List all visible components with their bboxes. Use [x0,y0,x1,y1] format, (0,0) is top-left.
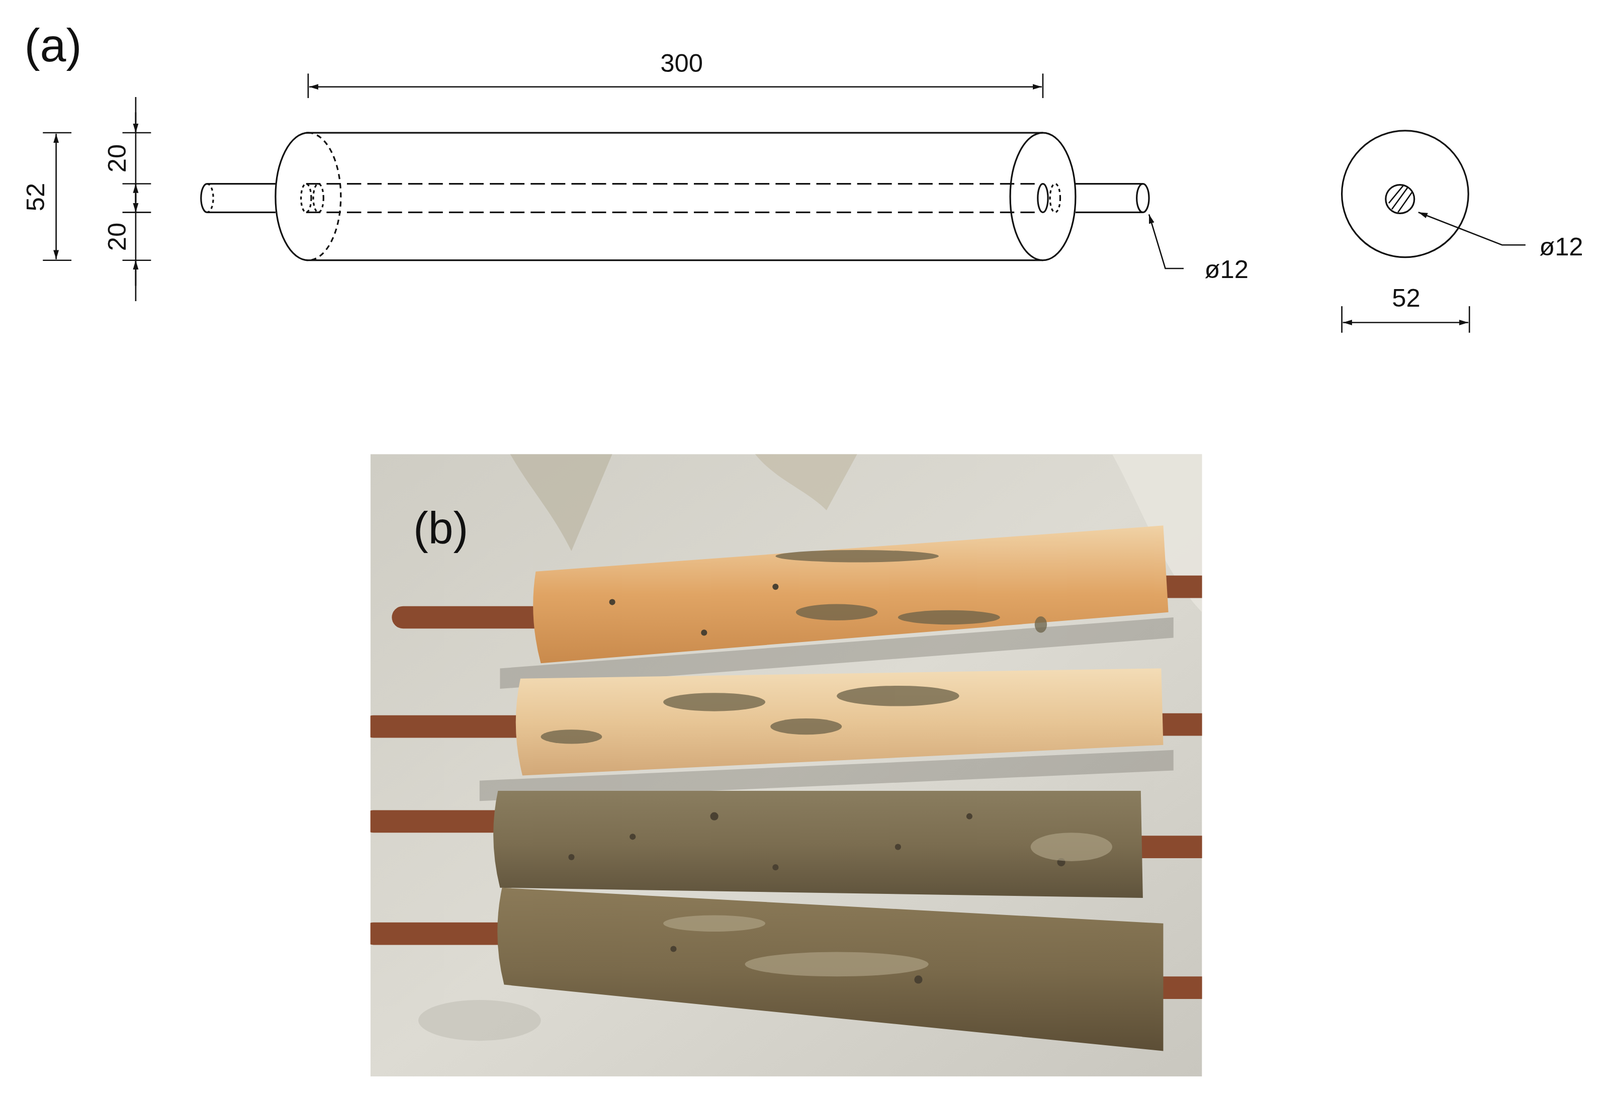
dimension-text: 52 [1391,285,1420,311]
dimension-text: 52 [23,182,49,211]
dimension-text: ø12 [1204,256,1249,283]
dimension-text: 20 [104,222,131,251]
specimen-photo [370,454,1203,1077]
dimension-text: 20 [104,143,131,172]
panel-label: (b) [413,506,469,552]
panel-label: (a) [24,22,82,70]
dimension-text: 300 [660,50,703,76]
dimension-lines [42,73,1526,333]
specimen-drawing [201,132,1149,261]
dimension-text: ø12 [1539,234,1583,260]
